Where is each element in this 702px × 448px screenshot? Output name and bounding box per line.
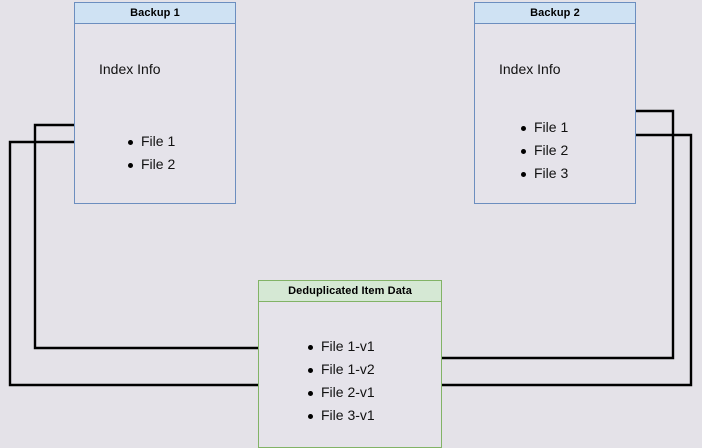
node-backup-1-body: Index Info File 1 File 2: [74, 24, 236, 204]
backup-1-file-list: File 1 File 2: [126, 130, 175, 176]
node-backup-1[interactable]: Backup 1 Index Info File 1 File 2: [74, 2, 236, 204]
backup-2-file-label: File 2: [534, 142, 569, 158]
backup-2-file-list: File 1 File 2 File 3: [519, 116, 568, 185]
list-item[interactable]: File 3: [519, 162, 568, 185]
node-dedup-title: Deduplicated Item Data: [288, 285, 412, 297]
list-item[interactable]: File 2-v1: [306, 381, 375, 404]
list-item[interactable]: File 1-v2: [306, 358, 375, 381]
node-deduplicated-item-data[interactable]: Deduplicated Item Data File 1-v1 File 1-…: [258, 280, 442, 448]
dedup-file-list: File 1-v1 File 1-v2 File 2-v1 File 3-v1: [306, 335, 375, 427]
backup-2-file-label: File 1: [534, 119, 569, 135]
node-backup-2[interactable]: Backup 2 Index Info File 1 File 2 File 3: [474, 2, 636, 204]
dedup-file-label: File 3-v1: [321, 407, 375, 423]
node-dedup-header: Deduplicated Item Data: [258, 280, 442, 302]
list-item[interactable]: File 1: [519, 116, 568, 139]
dedup-file-label: File 2-v1: [321, 384, 375, 400]
backup-2-index-info-label: Index Info: [499, 61, 561, 77]
backup-1-index-info-label: Index Info: [99, 61, 161, 77]
node-dedup-body: File 1-v1 File 1-v2 File 2-v1 File 3-v1: [258, 302, 442, 448]
node-backup-2-header: Backup 2: [474, 2, 636, 24]
edge-backup2-file2-to-file2v1: [391, 133, 693, 389]
node-backup-2-title: Backup 2: [530, 7, 580, 19]
backup-1-file-label: File 2: [141, 156, 176, 172]
dedup-file-label: File 1-v1: [321, 338, 375, 354]
list-item[interactable]: File 1: [126, 130, 175, 153]
list-item[interactable]: File 3-v1: [306, 404, 375, 427]
backup-2-file-label: File 3: [534, 165, 569, 181]
list-item[interactable]: File 1-v1: [306, 335, 375, 358]
node-backup-1-header: Backup 1: [74, 2, 236, 24]
backup-1-file-label: File 1: [141, 133, 176, 149]
edge-backup1-file2-to-file2v1: [8, 140, 299, 389]
node-backup-1-title: Backup 1: [130, 7, 180, 19]
node-backup-2-body: Index Info File 1 File 2 File 3: [474, 24, 636, 204]
list-item[interactable]: File 2: [126, 153, 175, 176]
list-item[interactable]: File 2: [519, 139, 568, 162]
dedup-file-label: File 1-v2: [321, 361, 375, 377]
